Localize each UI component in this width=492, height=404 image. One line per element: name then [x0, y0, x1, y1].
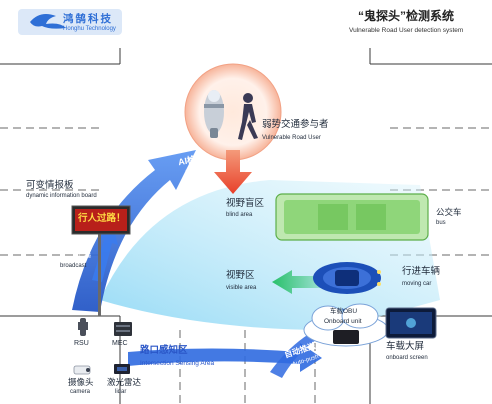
car-label-en: moving car	[402, 281, 432, 287]
broadcast-label-cn: 广播	[78, 252, 91, 259]
road-lines	[0, 48, 492, 404]
broadcast-label-en: broadcast	[60, 263, 87, 269]
bus-label-en: bus	[436, 220, 446, 226]
brand-en: Honghu Technology	[63, 26, 116, 32]
sensing-label-en: Intersection Sensing Area	[140, 360, 215, 367]
mec-label: MEC	[112, 340, 128, 347]
car-label-cn: 行进车辆	[402, 266, 441, 277]
camera-label-en: camera	[70, 389, 91, 395]
blind-label-cn: 视野盲区	[226, 198, 265, 209]
sign-pole-icon	[71, 205, 131, 316]
vru-label-cn: 弱势交通参与者	[262, 119, 329, 130]
blind-label-en: blind area	[226, 212, 253, 218]
car-icon	[313, 262, 381, 294]
pedestrian-icon	[238, 93, 258, 140]
vru-label-en: Vulnerable Road User	[262, 135, 321, 141]
visible-label-en: visible area	[226, 285, 257, 291]
obu-label-cn: 车载OBU	[330, 308, 358, 315]
board-label-cn: 可变情报板	[26, 180, 74, 191]
screen-label-cn: 车载大屏	[386, 341, 425, 352]
sensing-label-cn: 路口感知区	[140, 345, 188, 356]
alert-arrow	[214, 150, 252, 194]
visible-label-cn: 视野区	[226, 270, 255, 281]
header-bar	[0, 0, 492, 42]
camera-label-cn: 摄像头	[68, 377, 94, 387]
logo-bird-icon	[30, 14, 66, 29]
brand-cn: 鸿鹄科技	[63, 13, 113, 25]
scooter-icon	[204, 90, 224, 138]
board-message: 行人过路！	[78, 213, 126, 224]
rsu-label: RSU	[74, 340, 89, 347]
mec-icon	[114, 322, 132, 336]
sensing-arrow	[128, 343, 322, 372]
obu-label-en: Onboard unit	[324, 318, 362, 325]
obu-icon	[333, 330, 359, 344]
bus-icon	[275, 193, 429, 241]
page-subtitle: Vulnerable Road User detection system	[349, 27, 464, 34]
lidar-label-en: lidar	[115, 389, 127, 395]
rsu-icon	[78, 318, 88, 336]
lidar-icon	[114, 364, 130, 374]
page-title: “鬼探头”检测系统	[358, 9, 455, 23]
board-label-en: dynamic information board	[26, 193, 97, 199]
lidar-label-cn: 激光雷达	[107, 377, 142, 387]
screen-icon	[385, 307, 437, 339]
camera-icon	[73, 365, 91, 375]
bus-label-cn: 公交车	[436, 207, 462, 217]
screen-label-en: onboard screen	[386, 355, 428, 361]
obu-cloud	[303, 303, 389, 347]
vru-circle	[184, 63, 282, 161]
